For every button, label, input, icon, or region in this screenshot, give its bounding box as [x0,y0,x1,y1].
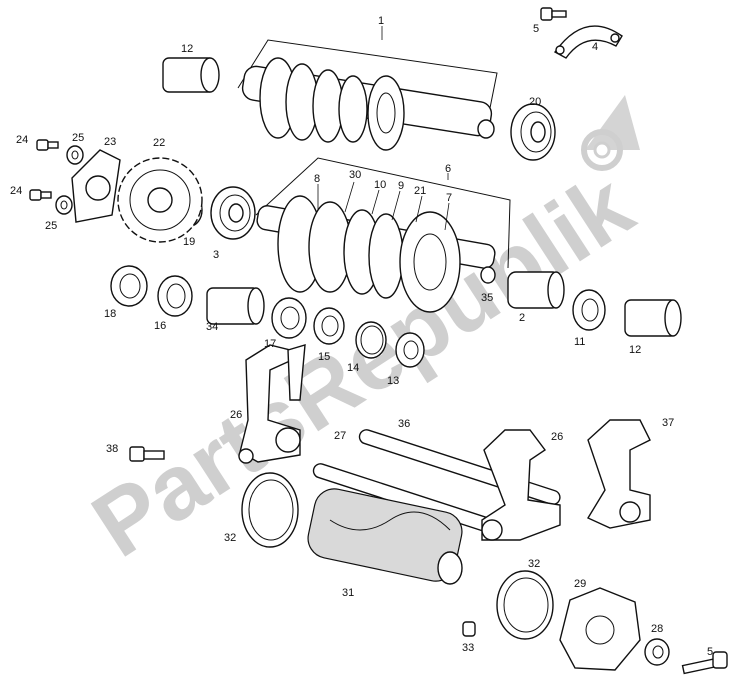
shift-drum-31 [307,488,463,585]
washer-11 [572,289,606,331]
callout-30: 30 [349,169,361,181]
washer-25-bottom [55,195,73,215]
callout-16: 16 [154,320,166,332]
washer-28 [644,638,670,666]
callout-33: 33 [462,642,474,654]
callout-22: 22 [153,137,165,149]
gear-stack-top [259,57,405,151]
callout-24-bottom: 24 [10,185,22,197]
callout-17: 17 [264,338,276,350]
callout-10: 10 [374,179,386,191]
callout-36: 36 [398,418,410,430]
callout-25-top: 25 [72,132,84,144]
callouts: 1 2 3 4 5 5 6 7 8 9 10 11 12 12 13 14 15… [10,15,713,658]
gear-shield-icon [581,95,640,171]
callout-35: 35 [481,292,493,304]
callout-28: 28 [651,623,663,635]
callout-6: 6 [445,163,451,175]
seal-ring-32-right [496,570,554,640]
leader-lines [317,26,450,231]
callout-12-top: 12 [181,43,193,55]
screw-5-top [540,7,567,21]
washer-16 [157,275,193,317]
callout-3: 3 [213,249,219,261]
callout-32-right: 32 [528,558,540,570]
main-shaft-assembly [237,39,498,151]
callout-25-bottom: 25 [45,220,57,232]
callout-8: 8 [314,173,320,185]
washer-18 [110,265,148,307]
callout-15: 15 [318,351,330,363]
callout-26-left: 26 [230,409,242,421]
callout-11: 11 [574,336,585,348]
callout-18: 18 [104,308,116,320]
washer-25-top [66,145,84,165]
seal-ring-32-left [241,472,299,548]
callout-5-bottom: 5 [707,646,713,658]
callout-37: 37 [662,417,674,429]
sprocket-22 [117,157,203,243]
screw-24-bottom [29,189,52,201]
washer-13 [395,332,425,368]
callout-34: 34 [206,321,218,333]
callout-38: 38 [106,443,118,455]
callout-32-left: 32 [224,532,236,544]
callout-24-top: 24 [16,134,28,146]
callout-1: 1 [378,15,384,27]
bushing-34 [206,287,265,325]
bolt-5-bottom [681,651,728,675]
callout-20: 20 [529,96,541,108]
shift-fork-right [481,429,561,541]
screw-24-top [36,139,59,151]
bearing-20 [510,103,556,161]
shift-fork-37 [586,419,651,529]
pin-33 [462,621,476,637]
bearing-3 [210,186,256,240]
callout-4: 4 [592,41,598,53]
callout-26-right: 26 [551,431,563,443]
callout-27: 27 [334,430,346,442]
callout-7: 7 [446,192,452,204]
plate-23 [71,149,121,223]
callout-14: 14 [347,362,359,374]
callout-21: 21 [414,185,426,197]
bracket-4 [553,25,623,59]
callout-31: 31 [342,587,354,599]
callout-2: 2 [519,312,525,324]
star-cam-29 [559,587,641,671]
callout-13: 13 [387,375,399,387]
callout-19: 19 [183,236,195,248]
callout-29: 29 [574,578,586,590]
shift-fork-left [238,344,306,464]
bolt-38 [129,446,165,462]
callout-5-top: 5 [533,23,539,35]
washer-17 [271,297,307,339]
callout-23: 23 [104,136,116,148]
callout-9: 9 [398,180,404,192]
needle-bearing-2 [507,271,565,309]
circlip-14 [355,321,387,359]
counter-shaft-assembly [255,157,511,313]
bushing-top [162,57,220,93]
washer-15 [313,307,345,345]
callout-12-bottom: 12 [629,344,641,356]
bushing-bottom [624,299,682,337]
